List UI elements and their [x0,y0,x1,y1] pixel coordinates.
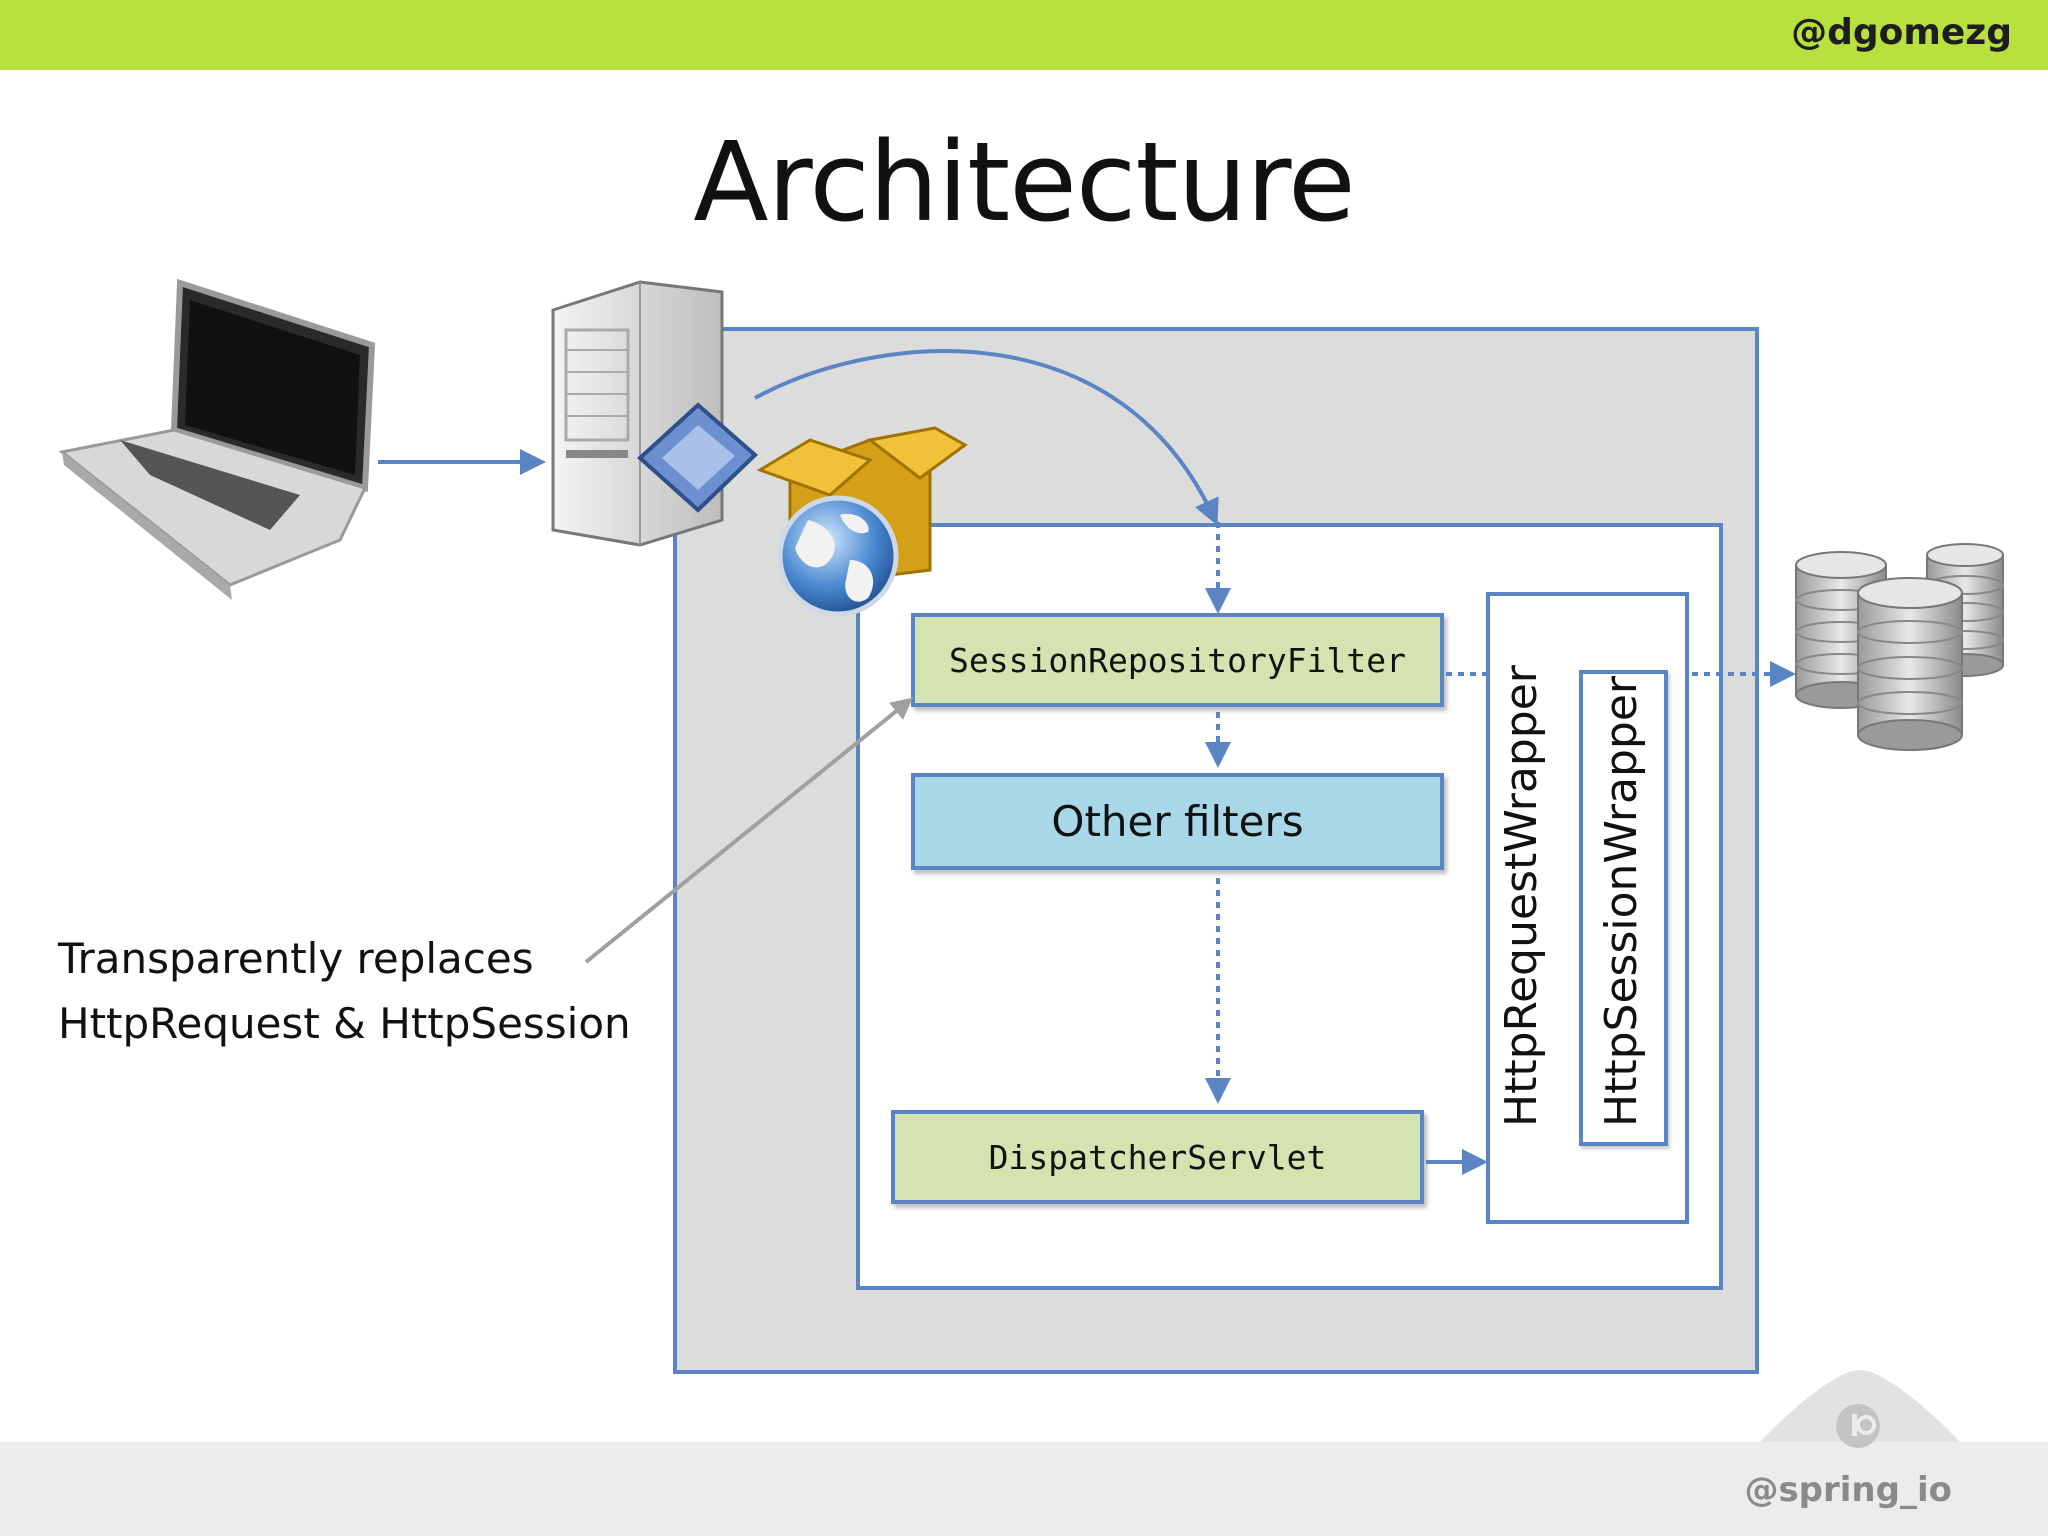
footer-bar [0,1442,2048,1536]
dispatcher-servlet-box: DispatcherServlet [891,1110,1424,1204]
annotation-arrow [584,697,914,964]
slide-title: Architecture [693,118,1355,246]
annotation-text: Transparently replaces HttpRequest & Htt… [58,926,631,1056]
gear-diamond-icon [637,402,758,513]
annotation-line-1: Transparently replaces [58,934,534,983]
top-accent-bar [0,0,2048,70]
laptop-icon [58,278,376,600]
http-session-wrapper-box [1579,670,1668,1146]
other-filters-box: Other filters [911,773,1444,870]
annotation-line-2: HttpRequest & HttpSession [58,999,631,1048]
curved-request-arrow [754,349,1219,526]
author-handle: @dgomezg [1791,12,2012,53]
spring-io-logo [1760,1370,1960,1448]
database-icon [1795,543,2004,751]
session-repository-filter-box: SessionRepositoryFilter [911,613,1444,707]
footer-handle: @spring_io [1744,1470,1952,1510]
globe-icon [777,495,899,617]
